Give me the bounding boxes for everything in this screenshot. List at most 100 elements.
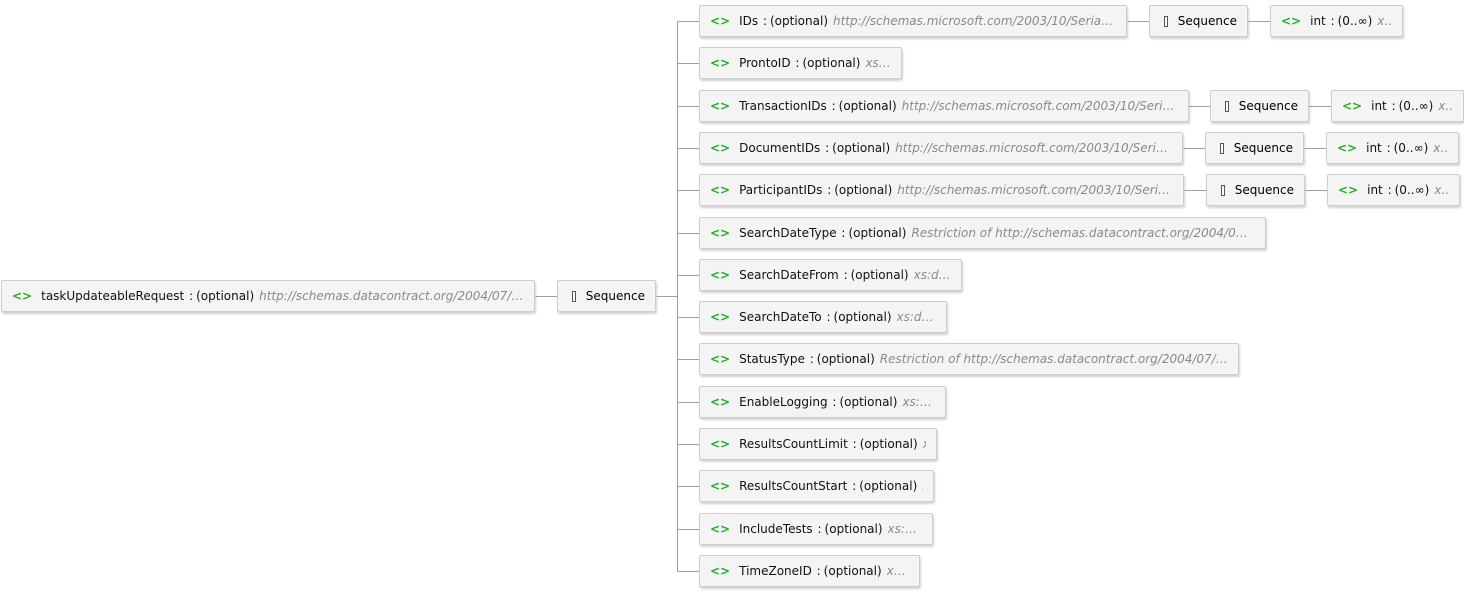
element-name: SearchDateTo (739, 310, 822, 324)
element-occurrence: (0..∞) (1394, 183, 1430, 197)
element-icon: <> (710, 99, 731, 113)
element-name: IDs (739, 14, 759, 28)
child-sequence[interactable]: Sequence (1210, 90, 1309, 122)
child-element-TimeZoneID[interactable]: <>TimeZoneID :(optional)xs:string (699, 555, 920, 587)
element-type: xs:string (886, 564, 909, 578)
element-name: DocumentIDs (739, 141, 821, 155)
child-element-ProntoID[interactable]: <>ProntoID :(optional)xs:string (699, 47, 902, 79)
element-icon: <> (1342, 99, 1363, 113)
element-occurrence: (optional) (833, 310, 892, 324)
element-type: http://schemas.microsoft.com/2003/10/Ser… (833, 14, 1116, 28)
element-occurrence: (optional) (802, 56, 861, 70)
sequence-item-int[interactable]: <>int :(0..∞)xs:int (1326, 132, 1459, 164)
sequence-item-int[interactable]: <>int :(0..∞)xs:int (1327, 174, 1460, 206)
element-name: IncludeTests (739, 522, 813, 536)
child-element-ResultsCountStart[interactable]: <>ResultsCountStart :(optional)xs:int (699, 470, 934, 502)
element-name: int (1371, 99, 1387, 113)
sequence-item-int[interactable]: <>int :(0..∞)xs:int (1331, 90, 1464, 122)
child-sequence[interactable]: Sequence (1205, 132, 1304, 164)
element-type: xs:int (922, 479, 923, 493)
element-name: TimeZoneID (739, 564, 812, 578)
element-name: ResultsCountLimit (739, 437, 848, 451)
element-type: xs:dateTime (913, 268, 951, 282)
element-occurrence: (optional) (838, 99, 897, 113)
element-icon: <> (710, 395, 731, 409)
sequence-icon (572, 290, 576, 302)
child-element-ParticipantIDs[interactable]: <>ParticipantIDs :(optional)http://schem… (699, 174, 1184, 206)
child-element-ResultsCountLimit[interactable]: <>ResultsCountLimit :(optional)xs:int (699, 428, 937, 460)
sequence-label: Sequence (1177, 14, 1237, 28)
element-icon: <> (710, 226, 731, 240)
child-element-IncludeTests[interactable]: <>IncludeTests :(optional)xs:boolean (699, 513, 933, 545)
child-element-StatusType[interactable]: <>StatusType :(optional)Restriction of h… (699, 343, 1239, 375)
element-icon: <> (710, 564, 731, 578)
element-type: http://schemas.microsoft.com/2003/10/Ser… (895, 141, 1172, 155)
child-element-DocumentIDs[interactable]: <>DocumentIDs :(optional)http://schemas.… (699, 132, 1183, 164)
element-occurrence: (optional) (823, 564, 882, 578)
sequence-label: Sequence (1233, 141, 1293, 155)
element-occurrence: (optional) (770, 14, 828, 28)
element-occurrence: (optional) (196, 289, 255, 303)
element-type: http://schemas.microsoft.com/2003/10/Ser… (901, 99, 1178, 113)
element-icon: <> (710, 14, 731, 28)
element-occurrence: (optional) (832, 141, 891, 155)
child-element-TransactionIDs[interactable]: <>TransactionIDs :(optional)http://schem… (699, 90, 1189, 122)
sequence-label: Sequence (1234, 183, 1294, 197)
element-occurrence: (optional) (834, 183, 893, 197)
sequence-label: Sequence (585, 289, 645, 303)
element-type: Restriction of http://schemas.datacontra… (879, 352, 1228, 366)
element-name: int (1310, 14, 1326, 28)
element-occurrence: (0..∞) (1337, 14, 1373, 28)
element-type: xs:int (1438, 99, 1453, 113)
sequence-icon (1220, 142, 1224, 154)
element-occurrence: (0..∞) (1398, 99, 1434, 113)
sequence-icon (1164, 15, 1168, 27)
element-name: int (1367, 183, 1383, 197)
element-type: xs:boolean (902, 395, 935, 409)
child-element-IDs[interactable]: <>IDs :(optional)http://schemas.microsof… (699, 5, 1127, 37)
child-element-SearchDateFrom[interactable]: <>SearchDateFrom :(optional)xs:dateTime (699, 259, 962, 291)
child-sequence[interactable]: Sequence (1149, 5, 1248, 37)
element-type: xs:int (1377, 14, 1392, 28)
sequence-item-int[interactable]: <>int :(0..∞)xs:int (1270, 5, 1403, 37)
child-element-SearchDateType[interactable]: <>SearchDateType :(optional)Restriction … (699, 217, 1266, 249)
element-type: xs:string (865, 56, 891, 70)
root-sequence[interactable]: Sequence (557, 280, 656, 312)
child-sequence[interactable]: Sequence (1206, 174, 1305, 206)
element-occurrence: (optional) (859, 479, 918, 493)
element-occurrence: (0..∞) (1393, 141, 1429, 155)
element-type: xs:int (1433, 141, 1448, 155)
element-name: int (1366, 141, 1382, 155)
element-type: Restriction of http://schemas.datacontra… (911, 226, 1255, 240)
element-occurrence: (optional) (848, 226, 907, 240)
element-icon: <> (1281, 14, 1302, 28)
element-occurrence: (optional) (816, 352, 875, 366)
element-name: taskUpdateableRequest (41, 289, 185, 303)
element-type: xs:int (923, 437, 926, 451)
element-name: ProntoID (739, 56, 791, 70)
element-icon: <> (710, 141, 731, 155)
element-occurrence: (optional) (824, 522, 883, 536)
element-name: SearchDateFrom (739, 268, 839, 282)
element-icon: <> (1338, 183, 1359, 197)
element-name: TransactionIDs (739, 99, 827, 113)
element-icon: <> (710, 522, 731, 536)
sequence-icon (1221, 184, 1225, 196)
child-element-SearchDateTo[interactable]: <>SearchDateTo :(optional)xs:dateTime (699, 301, 947, 333)
element-type: xs:dateTime (896, 310, 936, 324)
child-element-EnableLogging[interactable]: <>EnableLogging :(optional)xs:boolean (699, 386, 946, 418)
sequence-label: Sequence (1238, 99, 1298, 113)
element-icon: <> (710, 437, 731, 451)
element-icon: <> (710, 56, 731, 70)
element-name: StatusType (739, 352, 805, 366)
element-name: ParticipantIDs (739, 183, 823, 197)
element-icon: <> (710, 352, 731, 366)
root-element-taskUpdateableRequest[interactable]: <> taskUpdateableRequest : (optional) ht… (1, 280, 535, 312)
element-icon: <> (12, 289, 33, 303)
sequence-icon (1225, 100, 1229, 112)
element-icon: <> (710, 310, 731, 324)
element-occurrence: (optional) (859, 437, 918, 451)
element-icon: <> (710, 183, 731, 197)
element-icon: <> (710, 268, 731, 282)
